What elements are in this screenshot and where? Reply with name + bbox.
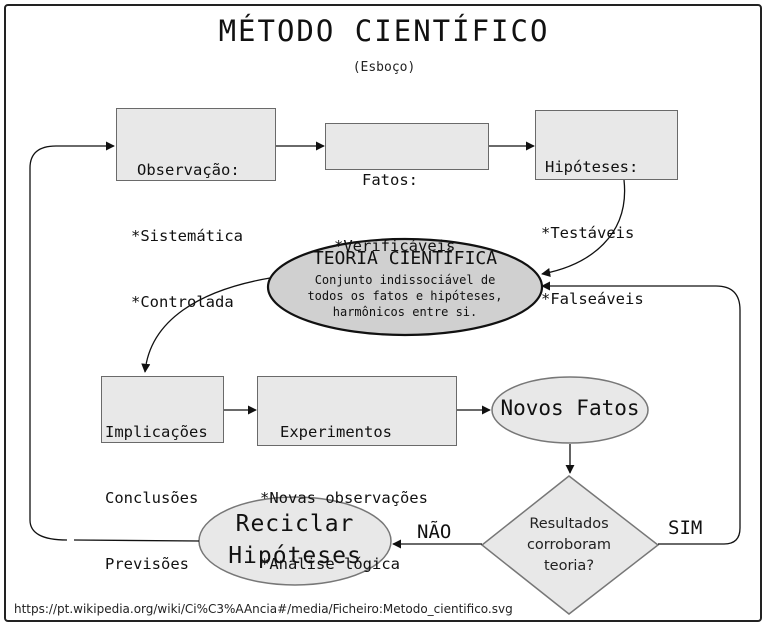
edge-label-nao: NÃO — [417, 521, 452, 543]
hipoteses-item: *Testáveis — [541, 224, 635, 242]
edge-reciclar-observacao-loop — [29, 141, 115, 541]
fatos-title: Fatos: — [362, 171, 418, 189]
experimentos-node: Experimentos *Novas observações *Análise… — [257, 376, 457, 573]
experimentos-item: *Análise lógica — [260, 555, 400, 573]
decision-node-shape — [480, 475, 660, 615]
edge-label-sim: SIM — [668, 517, 703, 539]
observacao-item: *Sistemática — [131, 227, 243, 245]
teoria-desc-line: harmônicos entre si. — [332, 305, 478, 319]
observacao-node: Observação: *Sistemática *Controlada — [116, 108, 276, 311]
experimentos-title: Experimentos — [280, 423, 392, 441]
hipoteses-title: Hipóteses: — [545, 158, 639, 176]
reciclar-line: Hipóteses — [228, 543, 362, 569]
edge-teoria-implicacoes — [141, 277, 271, 373]
fatos-node: Fatos: *Verificáveis — [325, 123, 489, 255]
observacao-title: Observação: — [137, 161, 240, 179]
edge-decisao-teoria-sim — [541, 281, 741, 545]
decision-line: teoria? — [543, 558, 595, 574]
hipoteses-item: *Falseáveis — [541, 290, 644, 308]
implicacoes-item: Conclusões — [105, 489, 199, 507]
hipoteses-node: Hipóteses: *Testáveis *Falseáveis — [535, 110, 678, 308]
edge-reciclar-observacao — [73, 539, 200, 542]
reciclar-node: Reciclar Hipóteses — [199, 508, 391, 572]
decision-line: Resultados — [529, 516, 609, 532]
edge-hipoteses-teoria — [541, 179, 626, 277]
implicacoes-item: Previsões — [105, 555, 189, 573]
implicacoes-node: Implicações Conclusões Previsões — [101, 376, 224, 573]
teoria-title: TEORIA CIENTÍFICA — [312, 248, 498, 269]
teoria-desc-line: Conjunto indissociável de — [314, 273, 496, 287]
decision-node: Resultados corroboram teoria? — [500, 514, 638, 577]
diagram-title: MÉTODO CIENTÍFICO — [218, 14, 550, 48]
source-url: https://pt.wikipedia.org/wiki/Ci%C3%AAnc… — [14, 602, 513, 616]
observacao-item: *Controlada — [131, 293, 234, 311]
teoria-node: TEORIA CIENTÍFICA Conjunto indissociável… — [268, 248, 542, 320]
diagram-subtitle: (Esboço) — [352, 60, 416, 75]
experimentos-item: *Novas observações — [260, 489, 428, 507]
reciclar-line: Reciclar — [235, 511, 355, 537]
fatos-item: *Verificáveis — [334, 237, 456, 255]
decision-line: corroboram — [526, 537, 612, 553]
novos-fatos-node: Novos Fatos — [500, 396, 640, 420]
implicacoes-item: Implicações — [105, 423, 208, 441]
novos-fatos-node-shape — [491, 376, 649, 444]
teoria-desc-line: todos os fatos e hipóteses, — [307, 289, 503, 303]
